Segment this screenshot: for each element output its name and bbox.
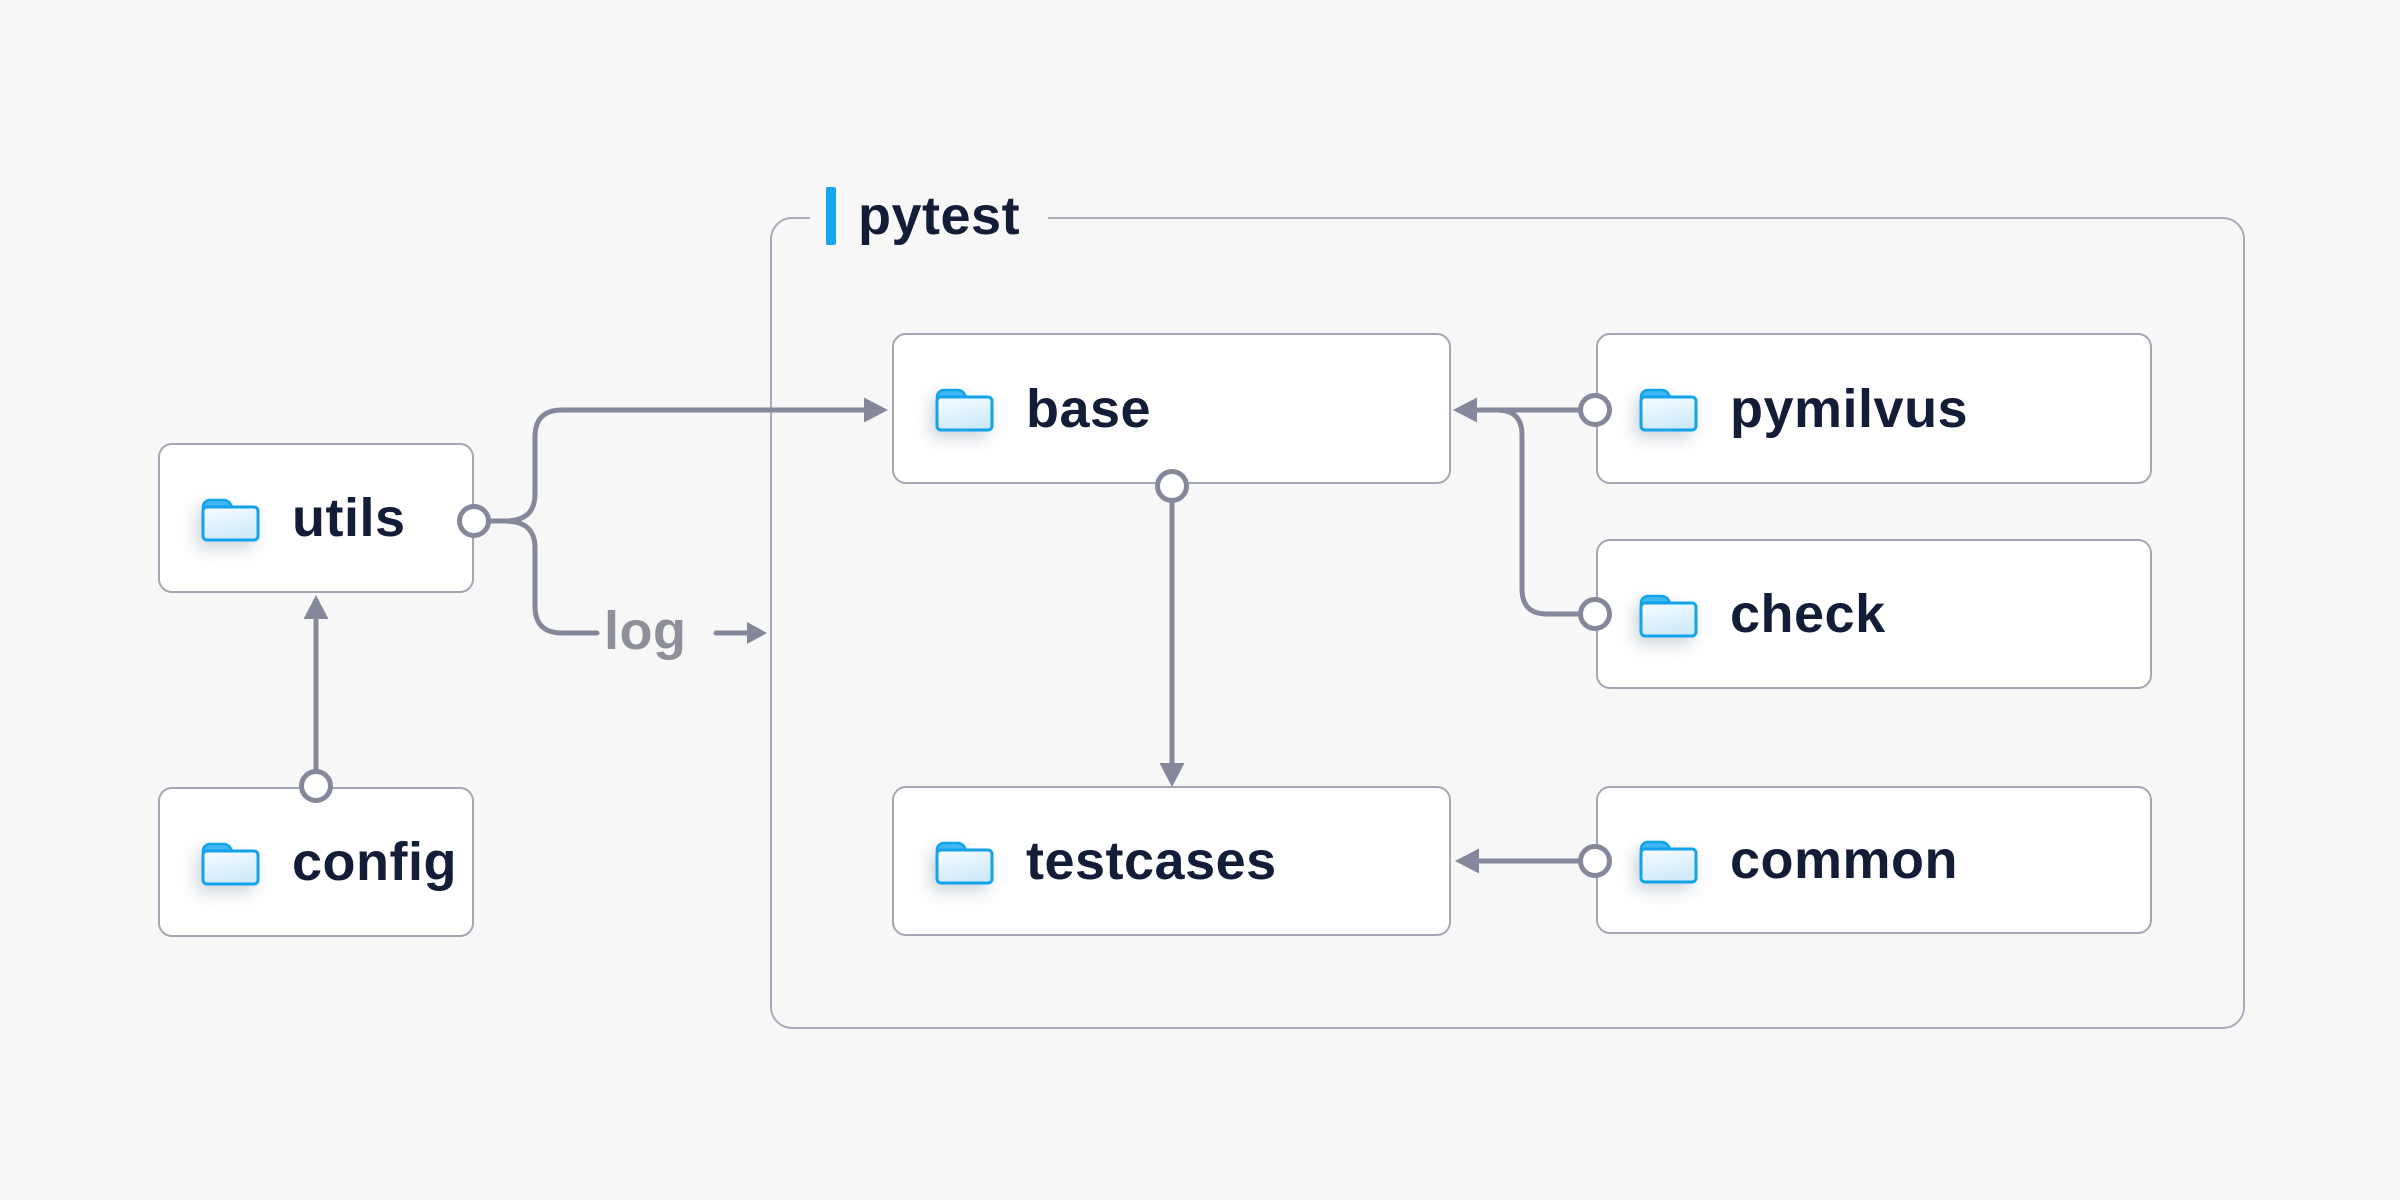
node-common: common: [1596, 786, 2152, 934]
node-check-label: check: [1730, 584, 1886, 644]
node-utils: utils: [158, 443, 474, 593]
folder-icon: [935, 841, 994, 884]
folder-icon: [201, 498, 260, 541]
node-pymilvus-label: pymilvus: [1730, 378, 1969, 439]
folder-icon: [1639, 840, 1698, 883]
node-base: base: [892, 333, 1451, 484]
node-common-label: common: [1730, 830, 1959, 890]
edge-utils-to-log: [486, 518, 600, 636]
node-check: check: [1596, 539, 2152, 689]
node-pymilvus: pymilvus: [1596, 333, 2152, 484]
node-utils-label: utils: [292, 488, 406, 548]
folder-icon: [1639, 594, 1698, 637]
pytest-group-container: [770, 217, 2245, 1029]
folder-icon: [1639, 388, 1698, 432]
node-testcases-label: testcases: [1026, 831, 1277, 891]
node-config-label: config: [292, 832, 457, 892]
folder-icon: [935, 388, 994, 432]
pytest-group-label-text: pytest: [858, 186, 1021, 246]
node-base-label: base: [1026, 378, 1152, 439]
arrowhead-into-utils: [303, 595, 329, 619]
folder-icon: [201, 842, 260, 885]
arrowhead-log: [747, 622, 767, 644]
accent-bar: [826, 187, 836, 245]
node-config: config: [158, 787, 474, 937]
node-testcases: testcases: [892, 786, 1451, 936]
pytest-group-label: pytest: [810, 184, 1049, 248]
edge-label-log: log: [604, 601, 687, 661]
